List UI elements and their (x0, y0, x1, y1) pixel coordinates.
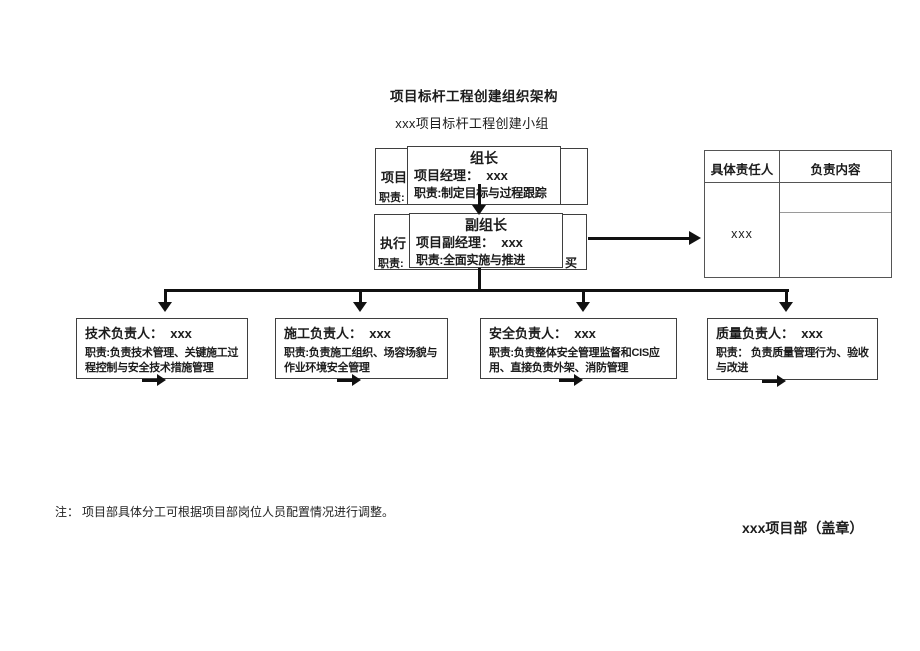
arrowhead-down-icon (472, 205, 486, 215)
arrowhead-down-icon (353, 302, 367, 312)
table-column-divider (779, 151, 780, 277)
connector-leader-deputy-line (478, 184, 481, 207)
leader-role-label: 组长 (470, 150, 498, 166)
role-box-technical: 技术负责人： xxx 职责:负责技术管理、关键施工过程控制与安全技术措施管理 (76, 318, 248, 386)
footnote: 注： 项目部具体分工可根据项目部岗位人员配置情况进行调整。 (55, 505, 395, 519)
role-duty: 职责:负责整体安全管理监督和CIS应用、直接负责外架、消防管理 (489, 347, 660, 374)
deputy-clipped-text-2: 职责: (378, 258, 404, 270)
arrowhead-down-icon (779, 302, 793, 312)
deputy-clipped-text-1: 执行 (380, 236, 407, 251)
deputy-box: 副组长 项目副经理： xxx 职责:全面实施与推进 (409, 213, 563, 268)
connector-trunk-horizontal (165, 289, 789, 292)
page-title: 项目标杆工程创建组织架构 (390, 89, 558, 104)
deputy-person-line: 项目副经理： xxx (416, 235, 523, 250)
page-subtitle: xxx项目标杆工程创建小组 (395, 116, 549, 131)
role-box-safety: 安全负责人： xxx 职责:负责整体安全管理监督和CIS应用、直接负责外架、消防… (480, 318, 677, 386)
role-duty: 职责： 负责质量管理行为、验收与改进 (716, 347, 869, 374)
connector-drop-1 (164, 289, 167, 304)
connector-trunk-vertical (478, 268, 481, 291)
table-row-divider (780, 212, 891, 213)
role-duty: 职责:负责施工组织、场容场貌与作业环境安全管理 (284, 347, 438, 374)
role-box-quality: 质量负责人： xxx 职责： 负责质量管理行为、验收与改进 (707, 318, 878, 387)
leader-person-line: 项目经理： xxx (414, 168, 508, 183)
deputy-duty-line: 职责:全面实施与推进 (416, 253, 525, 267)
deputy-clipped-text-3: 买 (565, 256, 578, 270)
connector-drop-2 (359, 289, 362, 304)
arrowhead-right-icon (689, 231, 701, 245)
table-header-person: 具体责任人 (710, 163, 774, 177)
deputy-role-label: 副组长 (465, 217, 507, 233)
role-duty: 职责:负责技术管理、关键施工过程控制与安全技术措施管理 (85, 347, 239, 374)
role-title: 施工负责人： xxx (284, 326, 391, 341)
role-title: 技术负责人： xxx (85, 326, 192, 341)
role-box-construction: 施工负责人： xxx 职责:负责施工组织、场容场貌与作业环境安全管理 (275, 318, 448, 386)
connector-drop-4 (785, 289, 788, 304)
right-arrow-icon (559, 374, 583, 386)
table-header-divider (705, 182, 891, 183)
right-arrow-icon (762, 375, 786, 387)
leader-clipped-text-1: 项目 (381, 170, 408, 185)
right-arrow-icon (337, 374, 361, 386)
leader-duty-line: 职责:制定目标与过程跟踪 (414, 185, 554, 202)
arrowhead-down-icon (158, 302, 172, 312)
stamp-line: xxx项目部（盖章） (742, 520, 864, 536)
role-title: 安全负责人： xxx (489, 326, 596, 341)
arrowhead-down-icon (576, 302, 590, 312)
right-arrow-icon (142, 374, 166, 386)
role-title: 质量负责人： xxx (716, 326, 823, 341)
table-header-content: 负责内容 (810, 163, 861, 177)
leader-clipped-text-2: 职责: (379, 192, 405, 204)
connector-deputy-table-line (588, 237, 690, 240)
responsibility-table: 具体责任人 负责内容 xxx (704, 150, 892, 278)
leader-box: 组长 项目经理： xxx 职责:制定目标与过程跟踪 (407, 146, 561, 205)
connector-drop-3 (582, 289, 585, 304)
table-cell-person-value: xxx (731, 227, 753, 241)
